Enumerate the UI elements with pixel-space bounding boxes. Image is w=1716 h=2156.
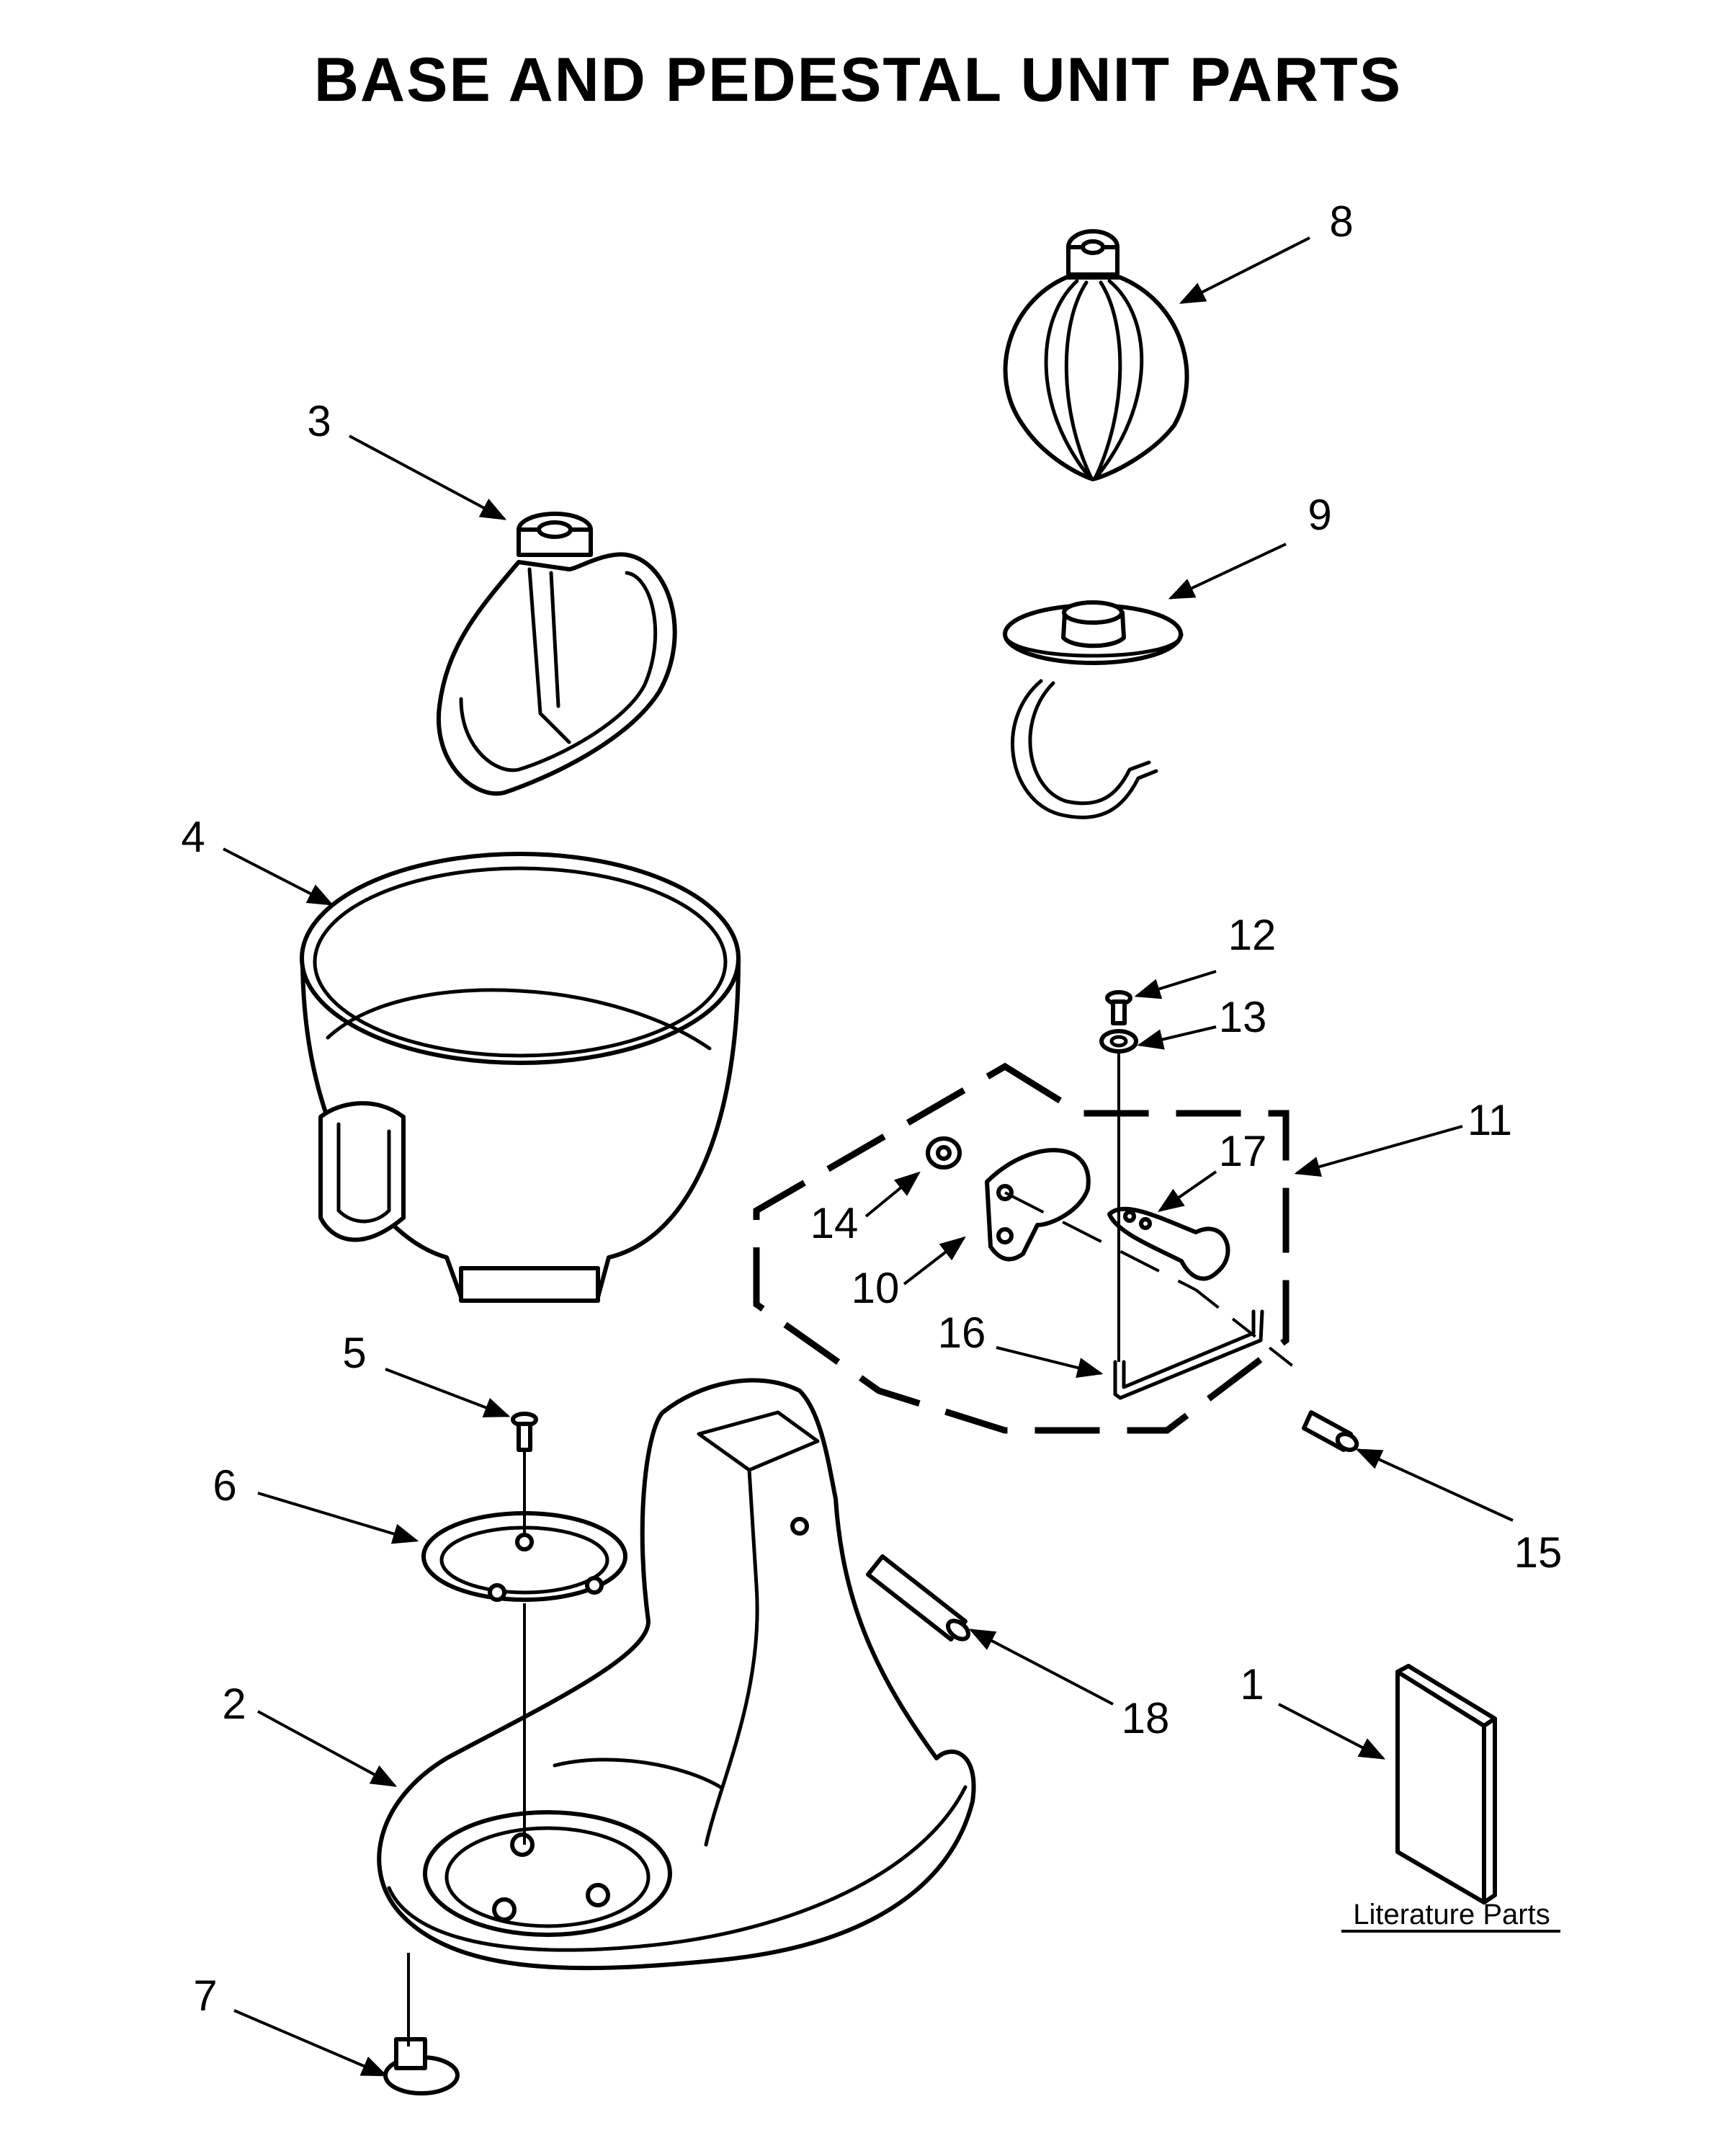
hinge-pin-drawing xyxy=(866,1554,971,1642)
callout-6: 6 xyxy=(213,1461,236,1510)
callout-4: 4 xyxy=(181,813,205,861)
callout-3: 3 xyxy=(307,397,331,445)
callout-10: 10 xyxy=(852,1264,900,1312)
callout-5: 5 xyxy=(342,1329,366,1377)
flat-beater-drawing xyxy=(436,512,677,796)
callout-18: 18 xyxy=(1122,1694,1170,1742)
wire-whip-drawing xyxy=(1003,229,1189,481)
callout-11: 11 xyxy=(1467,1096,1512,1144)
callout-1: 1 xyxy=(1240,1660,1264,1709)
callout-7: 7 xyxy=(193,1972,217,2020)
literature-booklet-drawing xyxy=(1395,1664,1497,1905)
bowl-drawing xyxy=(300,852,741,1303)
callout-9: 9 xyxy=(1308,491,1331,539)
leader-arrows xyxy=(223,236,1514,2077)
page-title: BASE AND PEDESTAL UNIT PARTS xyxy=(313,45,1403,115)
stud-15-drawing xyxy=(1194,1288,1359,1453)
foot-drawing xyxy=(383,2037,460,2095)
callout-12: 12 xyxy=(1228,911,1277,959)
callout-numbers: 8 9 3 4 12 13 11 17 14 10 16 5 6 15 2 18… xyxy=(181,197,1562,2020)
literature-parts-caption: Literature Parts xyxy=(1353,1899,1550,1930)
trim-plate-drawing xyxy=(421,1511,627,1602)
screw-drawing xyxy=(511,1412,538,1452)
callout-13: 13 xyxy=(1219,993,1267,1041)
callout-14: 14 xyxy=(810,1199,859,1247)
pedestal-base-drawing xyxy=(377,1378,976,1971)
callout-2: 2 xyxy=(222,1680,246,1728)
callout-15: 15 xyxy=(1514,1528,1563,1577)
callout-8: 8 xyxy=(1329,197,1353,246)
callout-17: 17 xyxy=(1219,1127,1267,1175)
screw-12-drawing xyxy=(1105,990,1132,1025)
dough-hook-drawing xyxy=(1003,600,1184,819)
callout-16: 16 xyxy=(938,1309,986,1357)
bowl-lift-assembly-region xyxy=(753,1045,1290,1434)
washer-13-drawing xyxy=(1099,1029,1138,1054)
